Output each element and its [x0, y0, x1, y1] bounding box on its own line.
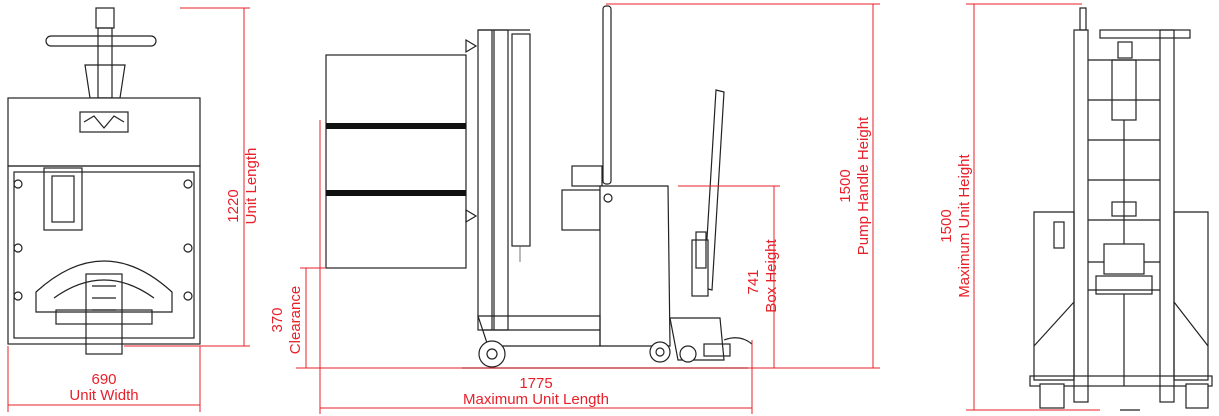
rear-view: 1500 Maximum Unit Height: [938, 3, 1213, 411]
unit-width-value: 690: [91, 371, 116, 388]
max-length-value: 1775: [519, 375, 552, 392]
rear-body-left: [1033, 211, 1075, 381]
pump-handle-value: 1500: [837, 169, 854, 202]
rear-mast-left: [1073, 29, 1089, 403]
max-length-label: Maximum Unit Length: [463, 391, 609, 408]
caster-wheel: [649, 341, 671, 363]
mast-outer: [477, 29, 493, 331]
unit-width-label: Unit Width: [69, 387, 138, 404]
rear-lift-block: [1103, 243, 1145, 275]
mast-cylinder: [511, 33, 531, 247]
top-logo-plate: [79, 111, 129, 133]
box-height-value: 741: [745, 269, 762, 294]
rear-body-right: [1173, 211, 1209, 381]
steering-knob: [95, 7, 115, 29]
front-wheel: [478, 340, 506, 368]
box-strap-bottom: [326, 190, 466, 196]
box-height-label: Box Height: [763, 238, 780, 312]
rear-mast-right: [1159, 29, 1175, 403]
box-strap-top: [326, 123, 466, 129]
pump-handle-label: Pump Handle Height: [855, 116, 872, 255]
side-view: 370 Clearance 741 Box Height 1500 Pump H…: [269, 3, 880, 414]
clearance-label: Clearance: [287, 286, 304, 354]
side-body: [599, 185, 671, 347]
rear-cylinder: [1111, 59, 1137, 121]
tiller-arm: [703, 89, 725, 291]
rear-wheel-left: [1039, 383, 1065, 409]
max-height-value: 1500: [938, 209, 955, 242]
hydraulic-pump: [561, 189, 601, 231]
pump-handle: [602, 5, 612, 185]
box-load: [325, 54, 467, 269]
max-height-label: Maximum Unit Height: [956, 153, 973, 297]
chassis: [477, 315, 601, 347]
unit-length-label: Unit Length: [243, 148, 260, 225]
unit-length-value: 1220: [225, 189, 242, 222]
top-view: 1220 Unit Length 690 Unit Width: [7, 7, 260, 412]
rear-wheel-right: [1185, 383, 1209, 409]
clearance-value: 370: [269, 307, 286, 332]
steering-wheel: [45, 35, 157, 47]
rear-base: [1029, 375, 1213, 387]
